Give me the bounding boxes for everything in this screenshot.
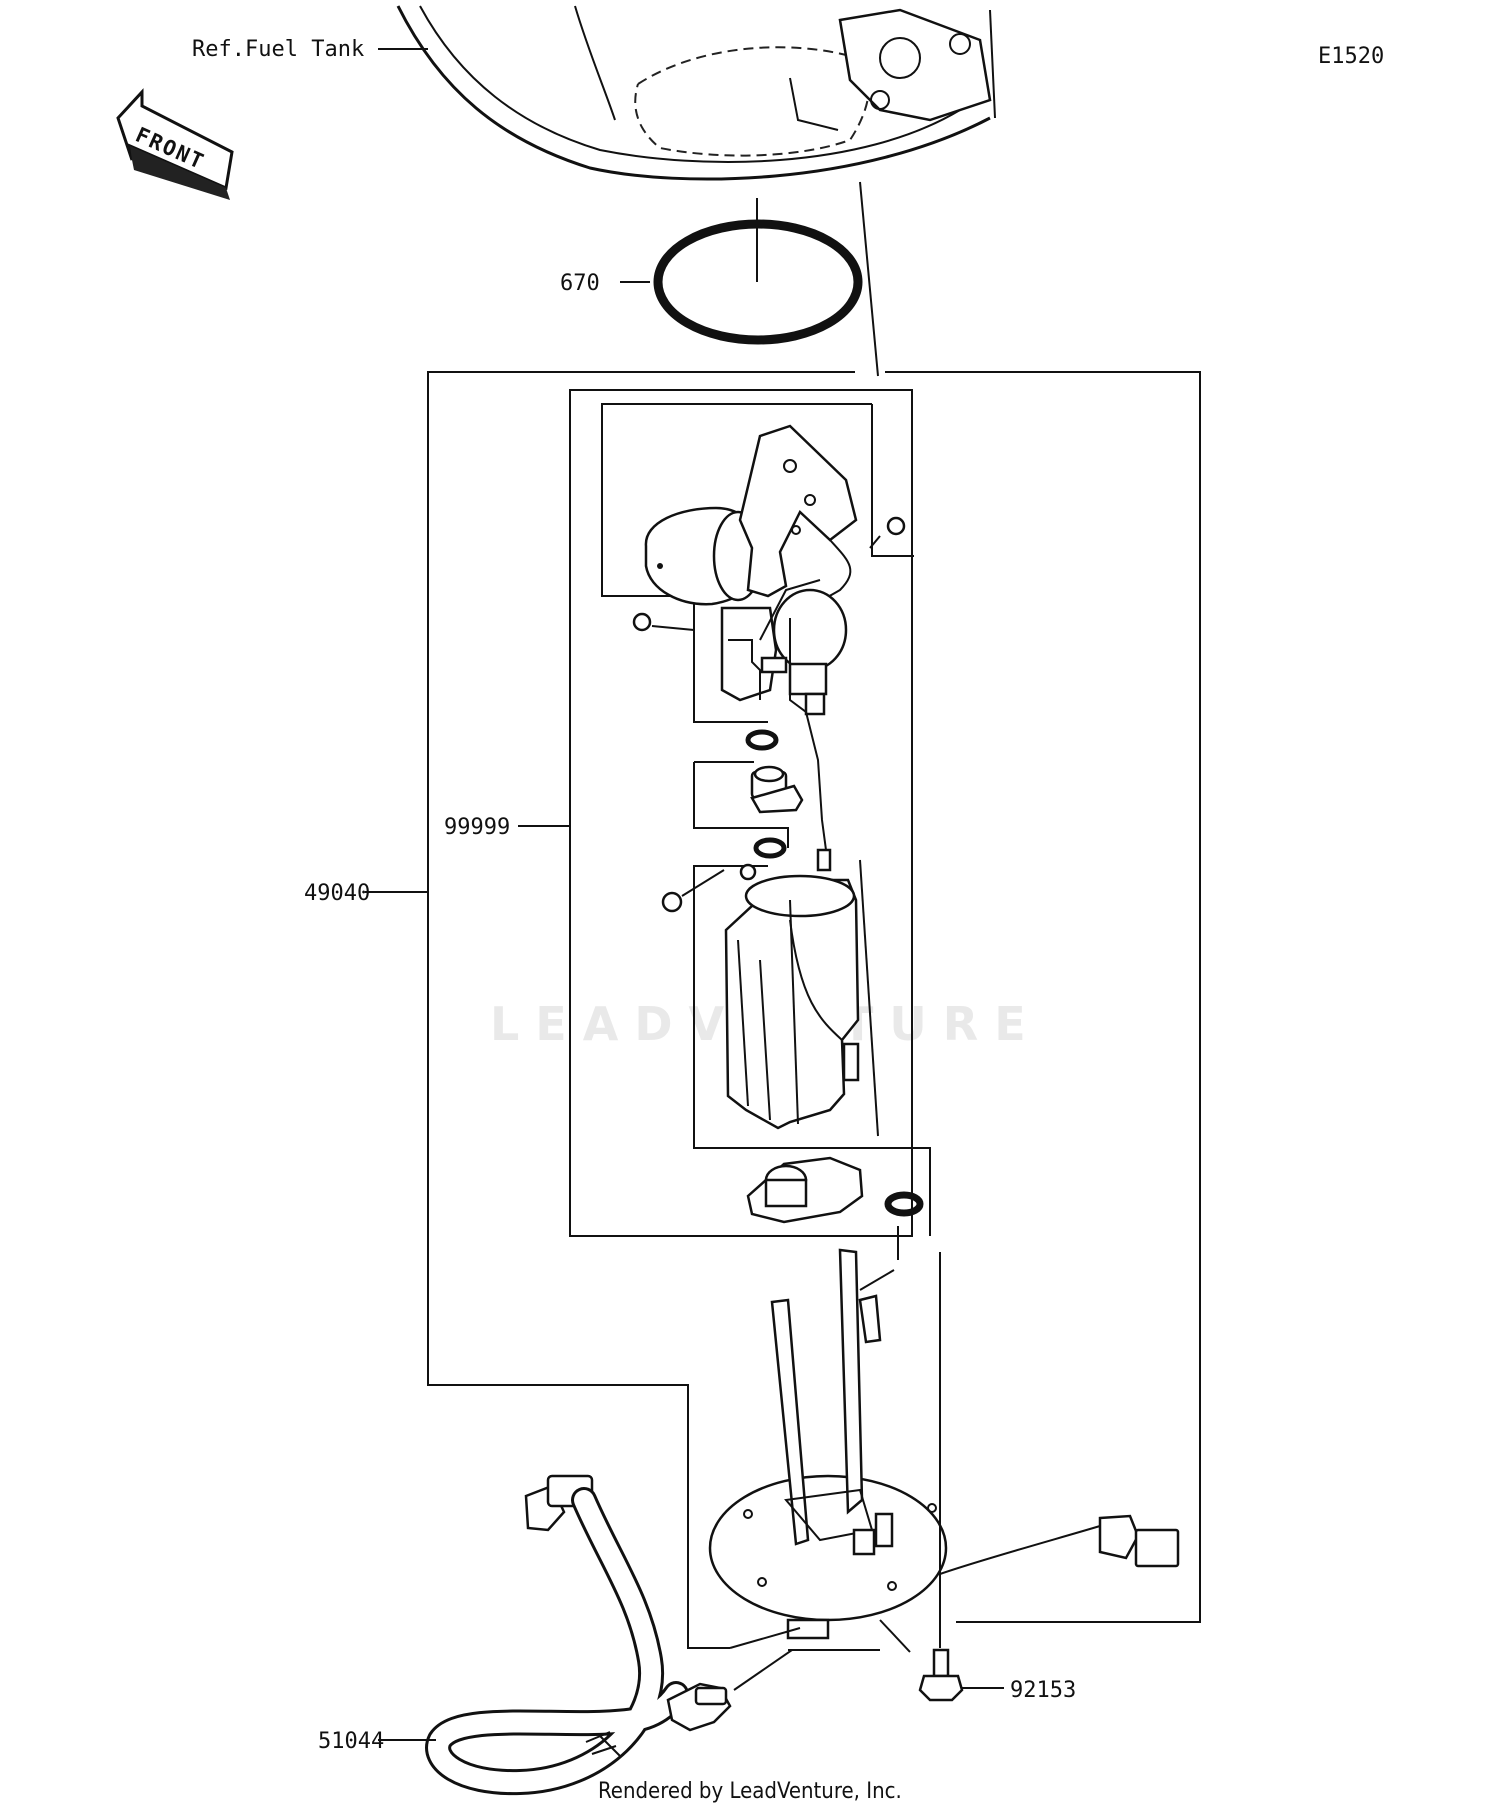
screw-reservoir[interactable] [661, 863, 757, 913]
diagram-code: E1520 [1318, 44, 1384, 69]
part-label-51044[interactable]: 51044 [318, 1729, 384, 1754]
screw-upper-right[interactable] [869, 516, 906, 549]
ref-fuel-tank-label: Ref.Fuel Tank [192, 37, 364, 62]
wire-harness-connector[interactable] [939, 1514, 1180, 1575]
sender-bracket[interactable] [738, 424, 858, 621]
bolt-92153[interactable] [918, 1648, 964, 1702]
pump-flange-assembly[interactable] [708, 1248, 948, 1640]
front-arrow-icon: FRONT [116, 88, 234, 200]
part-label-92153[interactable]: 92153 [1010, 1678, 1076, 1703]
reservoir-cup[interactable] [724, 874, 860, 1130]
filter-base-cap[interactable] [746, 1156, 864, 1224]
filter-head[interactable] [720, 588, 848, 716]
o-ring-upper[interactable] [745, 729, 779, 751]
screw-upper-left[interactable] [632, 612, 695, 632]
fuel-tank-outline [396, 5, 996, 181]
pressure-regulator[interactable] [750, 765, 804, 814]
fuel-hose-51044[interactable] [425, 1474, 732, 1796]
part-label-49040[interactable]: 49040 [304, 881, 370, 906]
part-label-670[interactable]: 670 [560, 271, 600, 296]
o-ring-lower[interactable] [753, 837, 787, 859]
grommet[interactable] [884, 1191, 924, 1217]
part-label-99999[interactable]: 99999 [444, 815, 510, 840]
render-credit: Rendered by LeadVenture, Inc. [598, 1779, 902, 1804]
